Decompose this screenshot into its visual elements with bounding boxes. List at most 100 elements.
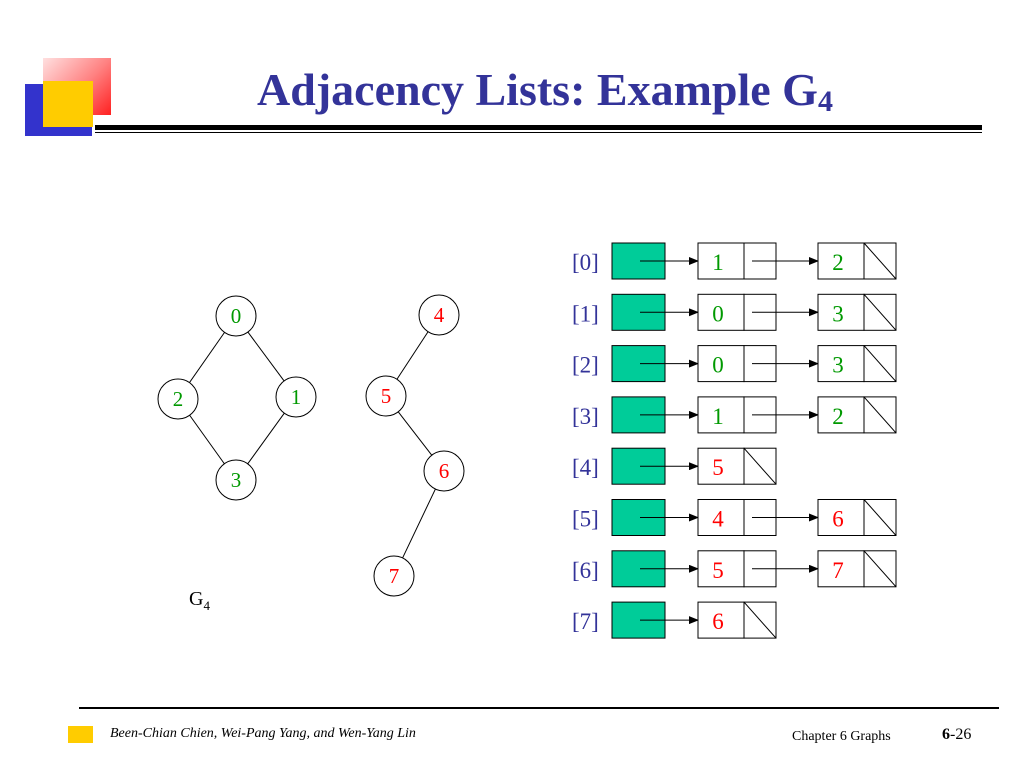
list-node-data-field: [697, 396, 745, 434]
list-node-vertex: 2: [832, 250, 844, 275]
adjacency-row-3: [3] 1 2: [572, 396, 897, 434]
list-node: 3: [817, 345, 897, 383]
row-index-label: [3]: [572, 404, 599, 429]
footer-page-slide: -26: [950, 726, 972, 743]
row-index-label: [6]: [572, 558, 599, 583]
title-rule-thin: [95, 132, 982, 133]
list-node-data-field: [697, 242, 745, 280]
list-node-data-field: [697, 499, 745, 536]
graph-node-circle: [215, 459, 257, 501]
list-node-vertex: 7: [832, 558, 844, 583]
list-node: 1: [697, 242, 819, 280]
graph-node-circle: [418, 294, 460, 336]
list-node-data-field: [817, 396, 865, 434]
list-node: 0: [697, 293, 819, 331]
list-node-vertex: 6: [712, 609, 724, 634]
list-node: 4: [697, 499, 819, 536]
graph-node-label: 6: [439, 459, 450, 483]
graph-node-circle: [215, 295, 257, 337]
row-index-label: [2]: [572, 353, 599, 378]
graph-caption-subscript: 4: [203, 598, 210, 613]
list-node: 6: [697, 601, 777, 639]
list-node: 5: [697, 447, 777, 485]
list-node: 6: [817, 499, 897, 536]
list-node: 2: [817, 242, 897, 280]
null-link-slash: [863, 242, 897, 280]
footer-chapter: Chapter 6 Graphs: [792, 729, 891, 744]
footer-page-number: 6-26: [942, 726, 971, 744]
null-link-slash: [863, 293, 897, 331]
list-node-data-field: [697, 447, 745, 485]
list-node-vertex: 3: [832, 353, 844, 378]
list-node: 0: [697, 345, 819, 383]
graph-edge-1-3: [247, 412, 285, 465]
graph-node-0: 0: [215, 295, 257, 337]
null-link-slash: [863, 396, 897, 434]
graph-node-6: 6: [423, 450, 465, 492]
graph-node-circle: [373, 555, 415, 597]
row-index-label: [0]: [572, 250, 599, 275]
graph-node-label: 4: [434, 303, 445, 327]
list-node-data-field: [817, 293, 865, 331]
graph-node-label: 2: [173, 387, 184, 411]
graph-node-3: 3: [215, 459, 257, 501]
null-link-slash: [743, 447, 777, 485]
list-node: 3: [817, 293, 897, 331]
footer-yellow-square: [68, 726, 93, 743]
list-node: 7: [817, 550, 897, 588]
list-node-data-field: [817, 345, 865, 383]
graph-node-label: 5: [381, 384, 392, 408]
title-rule-thick: [95, 125, 982, 130]
graph-node-circle: [365, 375, 407, 417]
logo-yellow-square: [43, 81, 93, 127]
graph-node-circle: [275, 376, 317, 418]
footer-rule: [79, 707, 999, 709]
list-node: 5: [697, 550, 819, 588]
graph-node-circle: [423, 450, 465, 492]
null-link-slash: [743, 601, 777, 639]
slide-title-text: Adjacency Lists: Example G: [257, 64, 818, 115]
graph-edge-4-5: [396, 331, 429, 380]
graph-edge-6-7: [402, 488, 436, 559]
null-link-slash: [863, 550, 897, 588]
null-link-slash: [863, 499, 897, 536]
row-index-label: [7]: [572, 609, 599, 634]
list-node-data-field: [697, 601, 745, 639]
adjacency-row-4: [4] 5: [572, 447, 777, 485]
list-node-vertex: 1: [712, 250, 724, 275]
row-index-label: [5]: [572, 507, 599, 532]
graph-caption-text: G: [189, 588, 204, 610]
graph-node-4: 4: [418, 294, 460, 336]
graph-node-label: 1: [291, 385, 302, 409]
slide-title: Adjacency Lists: Example G4: [0, 60, 1024, 132]
list-node-vertex: 0: [712, 301, 724, 326]
slide-title-subscript: 4: [817, 85, 833, 118]
graph-caption: G4: [189, 588, 210, 614]
list-node-vertex: 5: [712, 455, 724, 480]
null-link-slash: [863, 345, 897, 382]
list-node-vertex: 1: [712, 404, 724, 429]
list-node: 1: [697, 396, 819, 434]
row-index-label: [4]: [572, 455, 599, 480]
graph-node-1: 1: [275, 376, 317, 418]
list-node-data-field: [697, 345, 745, 383]
graph-node-2: 2: [157, 378, 199, 420]
graph-node-7: 7: [373, 555, 415, 597]
graph-edge-2-3: [189, 414, 225, 465]
list-node-data-field: [817, 242, 865, 280]
list-node-data-field: [697, 293, 745, 331]
graph-node-circle: [157, 378, 199, 420]
graph-node-label: 7: [389, 564, 400, 588]
list-node-vertex: 5: [712, 558, 724, 583]
footer-authors: Been-Chian Chien, Wei-Pang Yang, and Wen…: [110, 726, 416, 741]
list-node-data-field: [817, 499, 865, 536]
graph-edge-0-2: [189, 332, 225, 383]
adjacency-row-5: [5] 4 6: [572, 499, 897, 536]
list-node-vertex: 4: [712, 507, 724, 532]
adjacency-row-0: [0] 1 2: [572, 242, 897, 280]
list-node: 2: [817, 396, 897, 434]
